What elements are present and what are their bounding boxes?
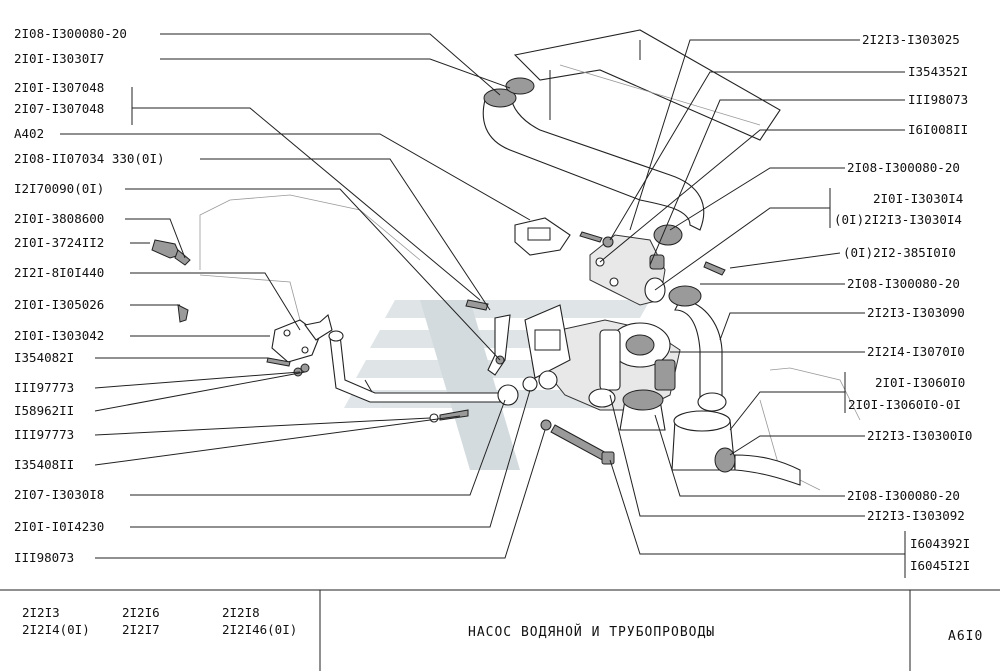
part-label: 2I0I-I305026 xyxy=(14,297,104,312)
model-code: 2I2I8 xyxy=(222,605,260,620)
sensors xyxy=(151,239,191,323)
part-label: 2I0I-I3030I7 xyxy=(14,51,104,66)
part-label: I35408II xyxy=(14,457,74,472)
leader-lines-right xyxy=(599,39,906,578)
part-label: 2I08-I300080-20 xyxy=(847,276,960,291)
model-code: 2I2I3 xyxy=(22,605,60,620)
part-label: 2I08-II07034 330(0I) xyxy=(14,151,165,166)
part-label: 2I0I-I307048 xyxy=(14,80,104,95)
part-label: 2I0I-3808600 xyxy=(14,211,104,226)
title-block: 2I2I3 2I2I6 2I2I8 2I2I4(0I) 2I2I7 2I2I46… xyxy=(0,589,1000,671)
part-label: I354352I xyxy=(908,64,968,79)
labels-right: 2I2I3-I303025 I354352I III98073 I6I008II… xyxy=(834,32,972,573)
part-label: 2I0I-I3060I0 xyxy=(875,375,965,390)
part-label: 2I2I3-I303092 xyxy=(867,508,965,523)
part-label: 2I07-I3030I8 xyxy=(14,487,104,502)
heater-pipe xyxy=(328,330,519,406)
labels-left: 2I08-I300080-20 2I0I-I3030I7 2I0I-I30704… xyxy=(14,26,165,565)
model-code: 2I2I7 xyxy=(122,622,160,637)
thermostat-housing xyxy=(589,234,666,306)
part-label: III98073 xyxy=(908,92,968,107)
part-label: I6I008II xyxy=(908,122,968,137)
right-hose xyxy=(668,285,727,412)
part-label: 2I2I3-I303025 xyxy=(862,32,960,47)
part-label: 2I0I-3724II2 xyxy=(14,235,104,250)
part-label: 2I0I-I303042 xyxy=(14,328,104,343)
part-label: 2I2I4-I3070I0 xyxy=(867,344,965,359)
part-label: 2I07-I307048 xyxy=(14,101,104,116)
part-label: I604392I xyxy=(910,536,970,551)
part-label: I6045I2I xyxy=(910,558,970,573)
part-label: 2I2I3-I303090 xyxy=(867,305,965,320)
part-label: III97773 xyxy=(14,380,74,395)
sheet-code: A6I0 xyxy=(948,629,983,644)
part-label: I2I70090(0I) xyxy=(14,181,104,196)
long-bolt xyxy=(540,419,615,465)
part-label: 2I2I-8I0I440 xyxy=(14,265,104,280)
model-code: 2I2I46(0I) xyxy=(222,622,297,637)
part-label: A402 xyxy=(14,126,44,141)
diagram-title: НАСОС ВОДЯНОЙ И ТРУБОПРОВОДЫ xyxy=(468,624,715,640)
pump-cover xyxy=(522,304,571,392)
part-label: III98073 xyxy=(14,550,74,565)
part-label: III97773 xyxy=(14,427,74,442)
radiator xyxy=(513,29,781,141)
part-label: 2I0I-I0I4230 xyxy=(14,519,104,534)
gasket xyxy=(514,217,571,256)
part-label: 2I08-I300080-20 xyxy=(14,26,127,41)
upper-hose xyxy=(482,77,705,246)
part-label: I58962II xyxy=(14,403,74,418)
lower-thermostat xyxy=(619,389,801,486)
water-pump xyxy=(544,319,681,411)
part-label: 2I08-I300080-20 xyxy=(847,488,960,503)
part-label: 2I2I3-I30300I0 xyxy=(867,428,972,443)
model-code: 2I2I4(0I) xyxy=(22,622,90,637)
leader-lines-left xyxy=(60,33,546,559)
part-label: (0I)2I2-385I0I0 xyxy=(843,245,956,260)
model-code: 2I2I6 xyxy=(122,605,160,620)
part-label: 2I0I-I3030I4 xyxy=(873,191,963,206)
flange xyxy=(266,314,333,377)
part-label: I354082I xyxy=(14,350,74,365)
part-label: (0I)2I2I3-I3030I4 xyxy=(834,212,962,227)
part-label: 2I0I-I3060I0-0I xyxy=(848,397,961,412)
part-label: 2I08-I300080-20 xyxy=(847,160,960,175)
